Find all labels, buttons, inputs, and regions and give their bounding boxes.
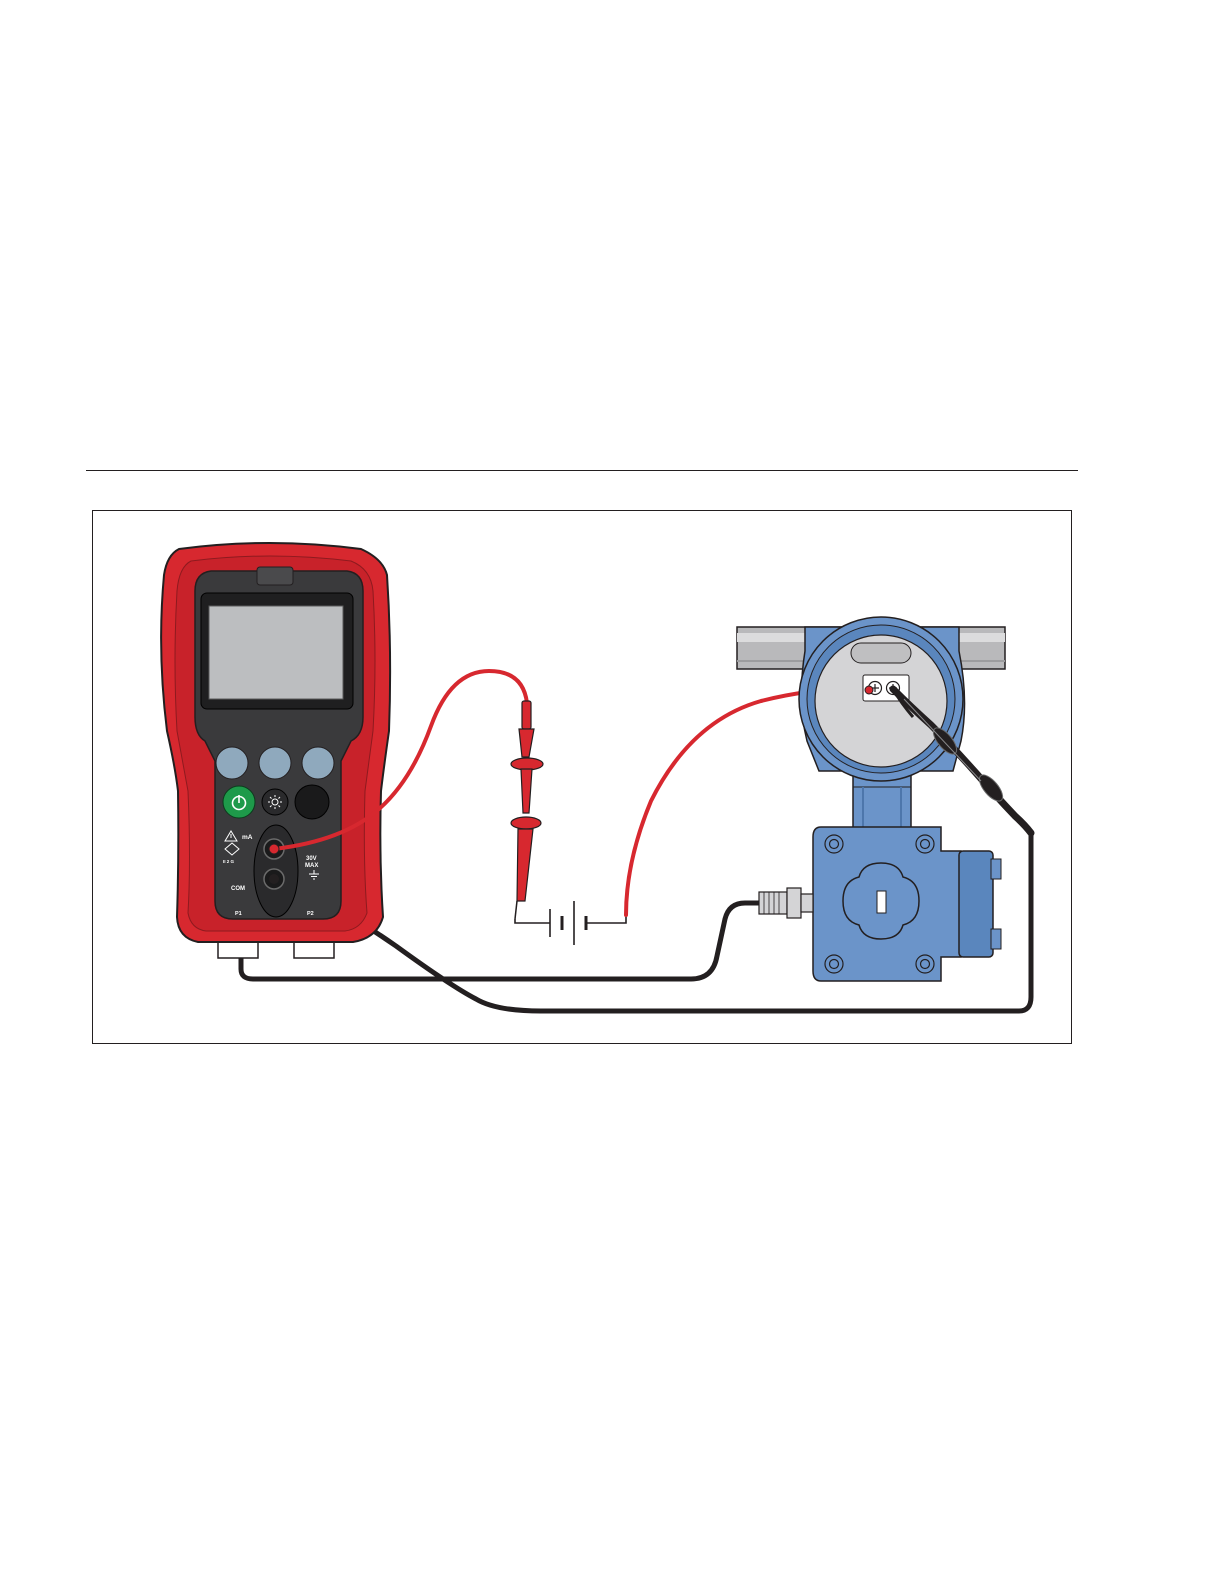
loop-power-supply — [515, 901, 626, 945]
red-test-probe — [511, 701, 543, 919]
pressure-calibrator: mA II 2 G 30V MAX COM P1 P2 — [161, 543, 390, 958]
backlight-button[interactable] — [262, 789, 288, 815]
certification-mark: II 2 G — [223, 859, 235, 864]
header-rule — [86, 470, 1078, 471]
mode-button[interactable] — [295, 785, 329, 819]
softkey-2[interactable] — [259, 747, 291, 779]
rating-max-label: MAX — [305, 863, 318, 869]
ma-lead-plug — [269, 844, 279, 854]
com-label: COM — [231, 886, 245, 892]
pressure-transmitter — [737, 617, 1005, 981]
ma-label: mA — [242, 834, 253, 841]
lcd-screen — [209, 606, 343, 699]
wiring-diagram: mA II 2 G 30V MAX COM P1 P2 — [93, 511, 1070, 1042]
com-lead-plug — [269, 874, 279, 884]
red-clip — [865, 686, 873, 694]
softkey-1[interactable] — [216, 747, 248, 779]
figure-frame: mA II 2 G 30V MAX COM P1 P2 — [92, 510, 1072, 1044]
rating-volts-label: 30V — [306, 856, 317, 862]
softkey-3[interactable] — [302, 747, 334, 779]
port-1-label: P1 — [235, 911, 242, 917]
pressure-fitting — [759, 888, 813, 918]
top-connector-tab — [257, 567, 293, 585]
port-2-label: P2 — [307, 911, 314, 917]
power-button[interactable] — [223, 786, 255, 818]
